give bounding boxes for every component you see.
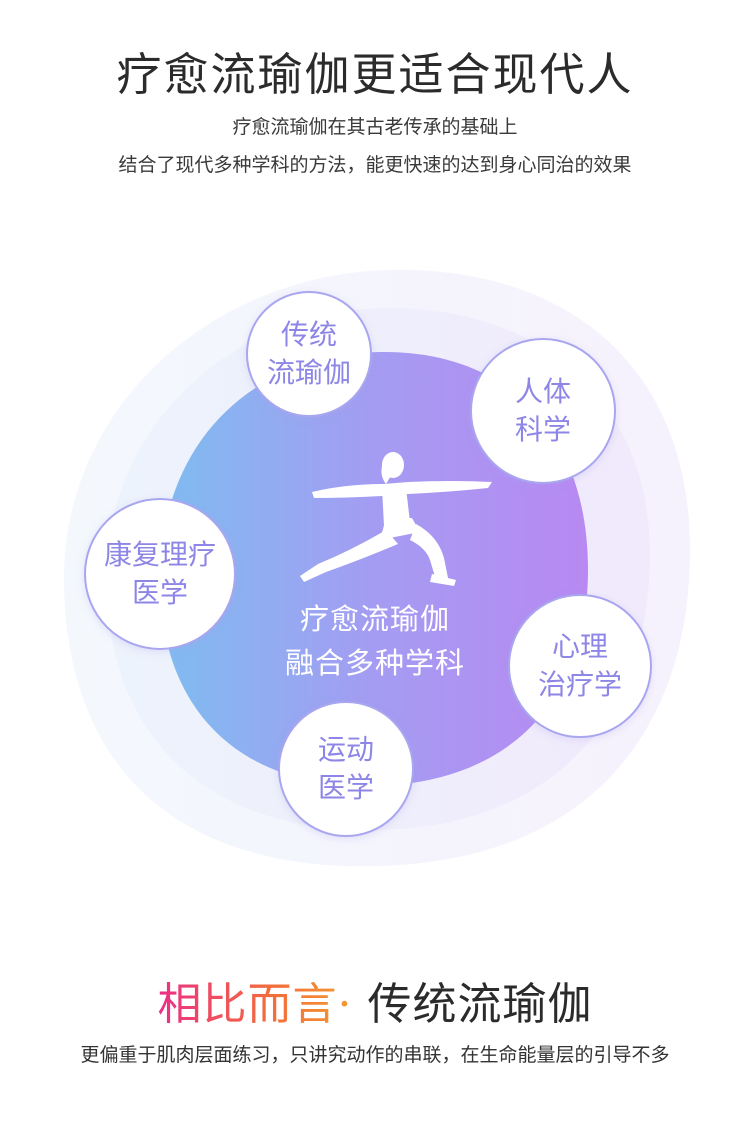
bubble-line-1: 传统 — [280, 318, 337, 351]
subtitle-line-1: 疗愈流瑜伽在其古老传承的基础上 — [232, 116, 518, 138]
bubble-line-1: 人体 — [514, 375, 571, 408]
comparison-title-highlight: 相比而言· — [157, 979, 353, 1030]
page-title: 疗愈流瑜伽更适合现代人 — [116, 48, 634, 101]
center-label-line-1: 疗愈流瑜伽 — [299, 602, 450, 636]
bubble-line-2: 科学 — [514, 413, 571, 446]
bubble-sports-medicine: 运动 医学 — [278, 701, 414, 837]
comparison-description: 更偏重于肌肉层面练习，只讲究动作的串联，在生命能量层的引导不多 — [80, 1044, 670, 1066]
subtitle-line-2: 结合了现代多种学科的方法，能更快速的达到身心同治的效果 — [118, 154, 632, 176]
yoga-warrior-pose-icon — [300, 452, 492, 586]
bubble-line-1: 康复理疗 — [103, 538, 216, 571]
bubble-line-2: 医学 — [131, 576, 188, 609]
bubble-psychotherapy: 心理 治疗学 — [508, 594, 652, 738]
bubble-line-1: 运动 — [317, 733, 374, 766]
bubble-line-2: 治疗学 — [537, 668, 622, 701]
comparison-title-rest: 传统流瑜伽 — [352, 979, 593, 1030]
bubble-line-2: 流瑜伽 — [266, 356, 351, 389]
bubble-line-1: 心理 — [551, 630, 608, 663]
bubble-traditional-yoga: 传统 流瑜伽 — [246, 291, 372, 417]
bubble-line-2: 医学 — [317, 771, 374, 804]
comparison-title: 相比而言· 传统流瑜伽 — [0, 968, 750, 1032]
center-label-line-2: 融合多种学科 — [284, 646, 465, 680]
bubble-human-science: 人体 科学 — [470, 338, 616, 484]
bubble-rehab-medicine: 康复理疗 医学 — [84, 498, 236, 650]
inner-core — [160, 351, 588, 787]
